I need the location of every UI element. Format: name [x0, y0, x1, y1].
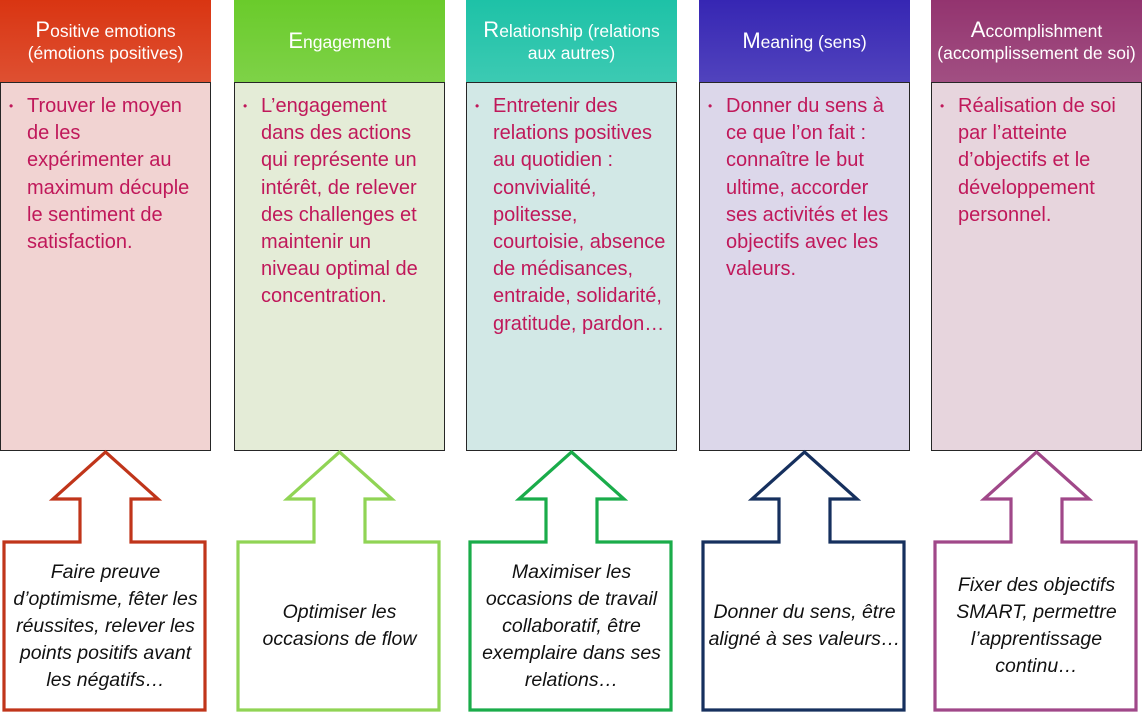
column-description: • Entretenir des relations positives au …: [466, 82, 677, 451]
arrow-shape: [933, 449, 1138, 712]
column-engagement: Engagement • L’engagement dans des actio…: [234, 0, 445, 715]
column-header: Positive emotions (émotions positives): [0, 0, 211, 82]
column-relationship: Relationship (relations aux autres) • En…: [466, 0, 677, 715]
description-text: Réalisation de soi par l’atteinte d’obje…: [958, 95, 1116, 226]
column-positive-emotions: Positive emotions (émotions positives) •…: [0, 0, 211, 715]
bullet-icon: •: [940, 99, 945, 113]
header-text: ositive emotions (émotions positives): [27, 20, 184, 63]
column-description: • Trouver le moyen de les expérimenter a…: [0, 82, 211, 451]
bullet-icon: •: [243, 99, 248, 113]
column-header: Relationship (relations aux autres): [466, 0, 677, 82]
column-description: • Réalisation de soi par l’atteinte d’ob…: [931, 82, 1142, 451]
bullet-icon: •: [475, 99, 480, 113]
header-initial: M: [742, 27, 761, 53]
arrow-shape: [2, 449, 207, 712]
up-arrow-icon: [701, 449, 906, 712]
column-meaning: Meaning (sens) • Donner du sens à ce que…: [699, 0, 910, 715]
description-text: L’engagement dans des actions qui représ…: [261, 95, 418, 308]
arrow-caption: Optimiser les occasions de flow: [262, 601, 417, 650]
header-initial: R: [483, 16, 500, 42]
up-arrow-icon: [236, 449, 441, 712]
arrow-caption: Donner du sens, être aligné à ses valeur…: [708, 601, 901, 650]
header-initial: A: [970, 16, 986, 42]
header-text: ccomplishment (accomplissement de soi): [937, 20, 1136, 63]
bullet-icon: •: [9, 99, 14, 113]
header-text: ngagement: [303, 31, 391, 52]
column-description: • Donner du sens à ce que l’on fait : co…: [699, 82, 910, 451]
arrow-caption: Faire preuve d’optimisme, fêter les réus…: [13, 560, 198, 691]
header-initial: P: [35, 16, 51, 42]
up-arrow-icon: [933, 449, 1138, 712]
column-accomplishment: Accomplishment (accomplissement de soi) …: [931, 0, 1142, 715]
column-header: Meaning (sens): [699, 0, 910, 82]
header-text: eaning (sens): [760, 31, 867, 52]
column-description: • L’engagement dans des actions qui repr…: [234, 82, 445, 451]
arrow-caption: Maximiser les occasions de travail colla…: [482, 560, 661, 691]
arrow-caption: Fixer des objectifs SMART, permettre l’a…: [956, 574, 1117, 677]
description-text: Entretenir des relations positives au qu…: [493, 95, 666, 335]
up-arrow-icon: [2, 449, 207, 712]
description-text: Trouver le moyen de les expérimenter au …: [27, 95, 190, 254]
description-text: Donner du sens à ce que l’on fait : conn…: [726, 95, 889, 281]
arrow-shape: [236, 449, 441, 712]
header-initial: E: [288, 27, 304, 53]
column-header: Engagement: [234, 0, 445, 82]
up-arrow-icon: [468, 449, 673, 712]
arrow-shape: [701, 449, 906, 712]
column-header: Accomplishment (accomplissement de soi): [931, 0, 1142, 82]
arrow-shape: [468, 449, 673, 712]
header-text: elationship (relations aux autres): [499, 20, 660, 63]
bullet-icon: •: [708, 99, 713, 113]
